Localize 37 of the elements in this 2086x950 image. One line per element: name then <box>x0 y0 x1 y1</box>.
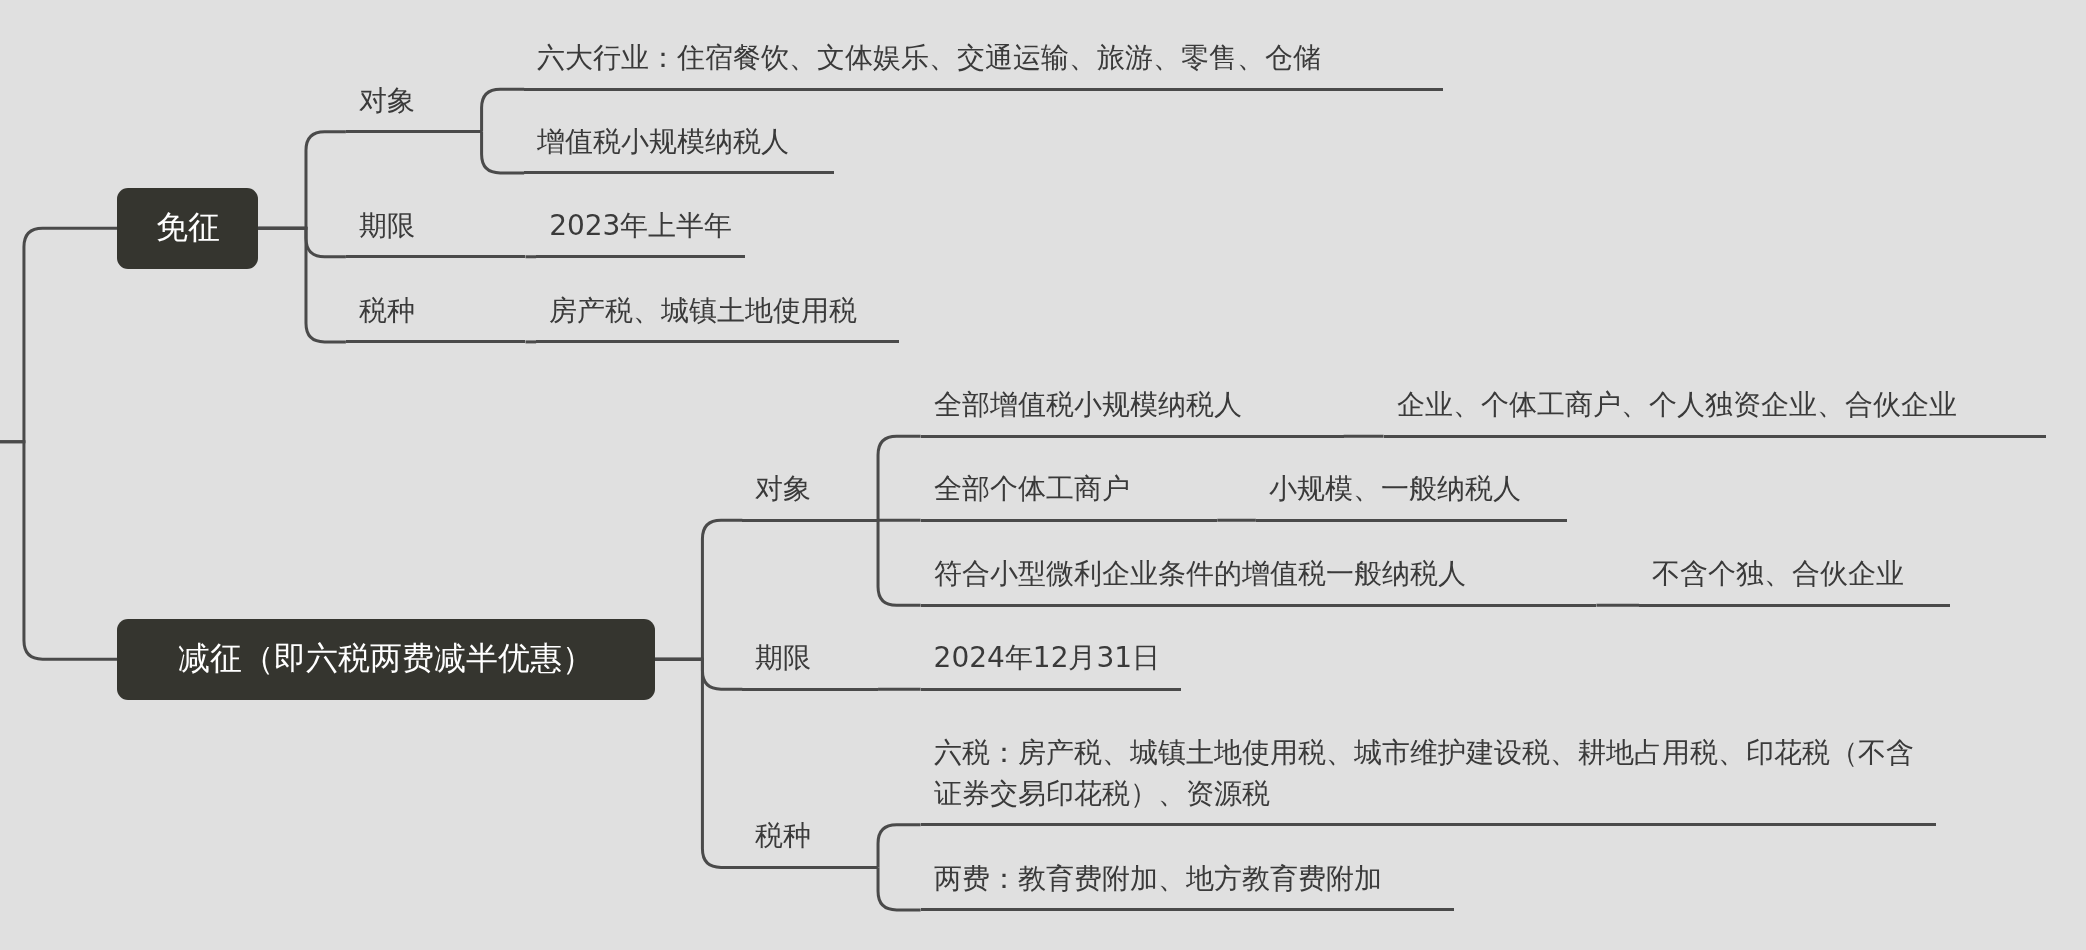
connector <box>876 518 921 607</box>
topic-label: 2023年上半年 <box>536 203 745 259</box>
connector <box>876 865 921 912</box>
connector <box>1596 603 1639 607</box>
topic-label: 不含个独、合伙企业 <box>1639 552 1951 607</box>
topic-label: 增值税小规模纳税人 <box>524 119 835 175</box>
connector <box>258 226 346 344</box>
topic-label: 两费：教育费附加、地方教育费附加 <box>920 856 1455 912</box>
connector <box>876 434 921 522</box>
topic-label: 2024年12月31日 <box>920 635 1182 691</box>
topic-label: 符合小型微利企业条件的增值税一般纳税人 <box>920 552 1597 607</box>
topic-label: 全部增值税小规模纳税人 <box>920 383 1344 438</box>
connector <box>1343 434 1384 438</box>
connector <box>1217 518 1256 522</box>
topic-label: 六大行业：住宿餐饮、文体娱乐、交通运输、旅游、零售、仓储 <box>524 35 1444 91</box>
topic-label: 全部个体工商户 <box>920 466 1218 522</box>
connector <box>525 340 537 344</box>
connector <box>0 440 118 661</box>
topic-label: 小规模、一般纳税人 <box>1255 466 1568 522</box>
topic-label: 对象 <box>742 466 878 522</box>
topic-label: 期限 <box>742 635 878 691</box>
connector <box>878 687 921 691</box>
connector <box>480 130 525 175</box>
topic-label: 税种 <box>345 288 526 344</box>
topic-label: 期限 <box>345 203 526 259</box>
topic-label: 对象 <box>345 79 482 134</box>
connector <box>525 255 537 259</box>
connector <box>876 823 921 869</box>
connector <box>878 518 921 522</box>
connector <box>654 657 743 869</box>
connector <box>480 87 525 134</box>
topic-label: 六税：房产税、城镇土地使用税、城市维护建设税、耕地占用税、印花税（不含证券交易印花税）、资源税 <box>920 715 1936 827</box>
main-topic-box: 减征（即六税两费减半优惠） <box>117 618 655 700</box>
main-topic-box: 免征 <box>117 187 259 269</box>
topic-label: 房产税、城镇土地使用税 <box>536 288 900 344</box>
topic-label: 税种 <box>742 814 878 869</box>
topic-label: 企业、个体工商户、个人独资企业、合伙企业 <box>1383 383 2047 438</box>
